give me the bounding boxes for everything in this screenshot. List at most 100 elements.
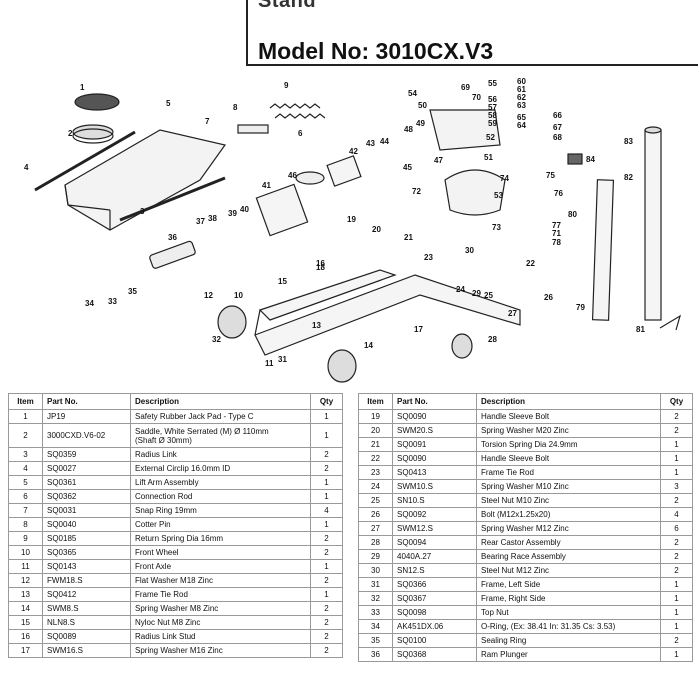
cell-part: SQ0094 [392,535,477,550]
callout-label: 55 [488,79,497,88]
cell-part: SQ0098 [392,605,477,620]
callout-label: 60 [517,77,526,86]
cell-part: SQ0027 [42,461,131,476]
callout-label: 38 [208,214,217,223]
col-header-item: Item [8,393,43,410]
cell-part: SQ0040 [42,517,131,532]
saddle [72,124,114,140]
cell-item: 27 [358,521,393,536]
callout-label: 80 [568,210,577,219]
callout-label: 68 [553,133,562,142]
callout-labels: 1 2 3 4 5 6 7 8 9 10 11 12 13 14 15 16 1… [24,77,645,368]
cell-desc: Handle Sleeve Bolt [476,451,661,466]
cell-part: SQ0090 [392,451,477,466]
cell-qty: 2 [660,549,693,564]
cell-part: SQ0366 [392,577,477,592]
cell-desc: Nyloc Nut M8 Zinc [130,615,311,630]
col-header-qty: Qty [660,393,693,410]
callout-label: 5 [166,99,171,108]
cell-qty: 1 [660,619,693,634]
cell-part: SQ0362 [42,489,131,504]
cell-desc: Frame, Right Side [476,591,661,606]
cell-desc: Radius Link Stud [130,629,311,644]
cell-qty: 1 [310,475,343,490]
cell-item: 32 [358,591,393,606]
cell-qty: 1 [660,437,693,452]
callout-label: 20 [372,225,381,234]
cell-qty: 2 [310,615,343,630]
table-header-row: Item Part No. Description Qty [8,393,343,410]
jack-pad [74,93,120,111]
callout-label: 35 [128,287,137,296]
cell-part: SN10.S [392,493,477,508]
cell-part: SQ0368 [392,647,477,662]
cell-item: 6 [8,489,43,504]
col-header-qty: Qty [310,393,343,410]
cell-desc: Lift Arm Assembly [130,475,311,490]
callout-label: 79 [576,303,585,312]
cell-item: 26 [358,507,393,522]
cell-qty: 1 [310,409,343,424]
cell-item: 31 [358,577,393,592]
callout-label: 82 [624,173,633,182]
cell-part: SQ0185 [42,531,131,546]
lift-arm-assembly [64,129,227,231]
callout-label: 70 [472,93,481,102]
cell-qty: 2 [310,545,343,560]
callout-label: 1 [80,83,85,92]
cell-qty: 1 [310,587,343,602]
callout-label: 29 [472,289,481,298]
cell-part: 3000CXD.V6-02 [42,423,131,448]
callout-label: 10 [234,291,243,300]
cell-part: SQ0359 [42,447,131,462]
cell-desc: Cotter Pin [130,517,311,532]
callout-label: 39 [228,209,237,218]
cell-desc: Rear Castor Assembly [476,535,661,550]
cell-item: 4 [8,461,43,476]
callout-label: 12 [204,291,213,300]
cell-qty: 6 [660,521,693,536]
cell-item: 2 [8,423,43,448]
callout-label: 8 [233,103,238,112]
callout-label: 57 [488,103,497,112]
callout-label: 73 [492,223,501,232]
exploded-diagram: 1 2 3 4 5 6 7 8 9 10 11 12 13 14 15 16 1… [0,70,700,390]
cell-desc: Return Spring Dia 16mm [130,531,311,546]
callout-label: 56 [488,95,497,104]
callout-label: 52 [486,133,495,142]
cell-desc: Sealing Ring [476,633,661,648]
callout-label: 18 [316,263,325,272]
col-header-description: Description [476,393,661,410]
callout-label: 4 [24,163,29,172]
cell-part: SQ0367 [392,591,477,606]
cell-qty: 2 [310,447,343,462]
cell-item: 17 [8,643,43,658]
callout-label: 32 [212,335,221,344]
cell-item: 25 [358,493,393,508]
callout-label: 13 [312,321,321,330]
cell-desc: Torsion Spring Dia 24.9mm [476,437,661,452]
cell-item: 5 [8,475,43,490]
callout-label: 74 [500,174,509,183]
cell-qty: 2 [310,601,343,616]
callout-label: 58 [488,111,497,120]
cell-qty: 1 [660,451,693,466]
cell-item: 24 [358,479,393,494]
col-header-part-no: Part No. [42,393,131,410]
handle-sleeve [644,129,662,321]
cell-qty: 2 [660,563,693,578]
